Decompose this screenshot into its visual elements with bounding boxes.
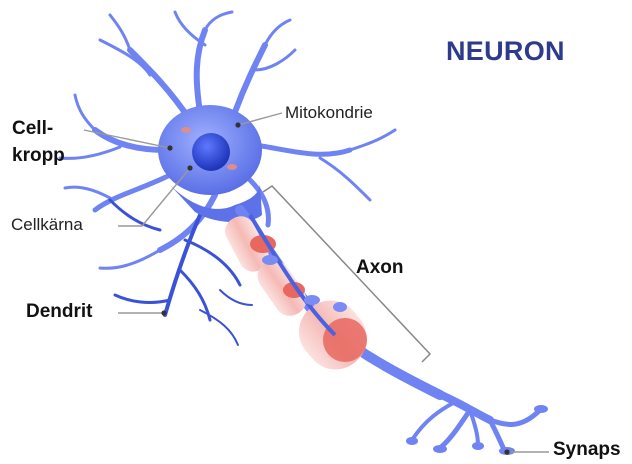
label-dendrite: Dendrit [26, 300, 93, 323]
label-mitochondrion: Mitokondrie [285, 101, 373, 124]
diagram-title: NEURON [446, 36, 565, 67]
mitochondrion-1 [181, 127, 191, 133]
label-nucleus: Cellkärna [11, 213, 83, 236]
axon [220, 210, 440, 395]
label-cell-body-2: kropp [12, 144, 65, 167]
label-cell-body-1: Cell- [12, 117, 53, 140]
label-axon: Axon [356, 256, 404, 279]
mitochondrion-2 [227, 164, 237, 170]
label-synapse: Synaps [553, 438, 621, 461]
cell-nucleus [192, 133, 230, 171]
leader-lines [84, 113, 549, 452]
